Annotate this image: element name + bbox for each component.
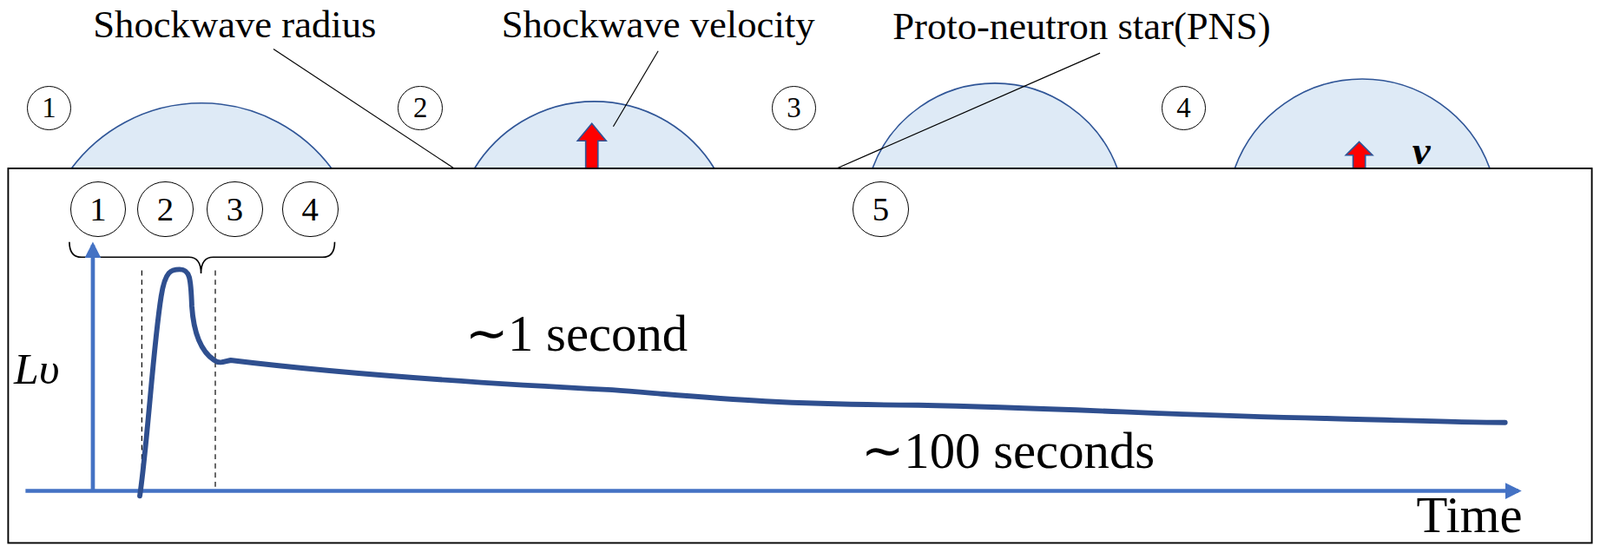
callout-circle: 2 xyxy=(137,181,194,238)
leader-line xyxy=(836,52,1100,169)
axis-label: Lυ xyxy=(13,344,60,395)
leader-line xyxy=(612,51,659,127)
callout-circle: 1 xyxy=(26,85,73,132)
callout-number: 2 xyxy=(413,93,428,123)
callout-circle: 2 xyxy=(397,85,443,132)
callout-number: 1 xyxy=(89,192,106,227)
phase-guide xyxy=(214,270,216,491)
callout-circle: 4 xyxy=(1161,85,1207,132)
callout-label: Shockwave velocity xyxy=(501,3,816,47)
callout-circle: 4 xyxy=(282,181,339,238)
callout-number: 2 xyxy=(157,192,174,227)
neutrino-symbol: ν xyxy=(1412,128,1431,174)
callout-number: 4 xyxy=(302,192,319,227)
leader-line xyxy=(273,48,455,169)
shockwave-dome xyxy=(1234,79,1490,169)
callout-number: 1 xyxy=(41,93,56,123)
time-axis xyxy=(25,488,1519,494)
shockwave-dome xyxy=(474,101,715,169)
callout-label: Shockwave radius xyxy=(92,3,376,47)
brace xyxy=(69,242,336,274)
velocity-arrow xyxy=(1345,141,1373,169)
callout-number: 5 xyxy=(872,192,889,227)
luminosity-axis xyxy=(91,244,96,490)
callout-number: 3 xyxy=(786,93,801,123)
callout-label: Proto-neutron star(PNS) xyxy=(892,5,1271,48)
shockwave-dome xyxy=(872,83,1118,169)
duration-label: ∼100 seconds xyxy=(861,423,1155,481)
callout-circle: 1 xyxy=(70,181,127,238)
callout-circle: 3 xyxy=(771,85,817,132)
callout-number: 3 xyxy=(226,192,244,227)
callout-circle: 3 xyxy=(206,181,264,238)
velocity-arrow xyxy=(577,123,606,169)
luminosity-curve xyxy=(139,269,1506,496)
callout-number: 4 xyxy=(1176,93,1191,123)
duration-label: ∼1 second xyxy=(465,306,688,363)
axis-label: Time xyxy=(1416,487,1523,545)
callout-circle: 5 xyxy=(852,181,909,238)
chart-frame xyxy=(7,168,1592,543)
shockwave-dome xyxy=(71,103,332,169)
